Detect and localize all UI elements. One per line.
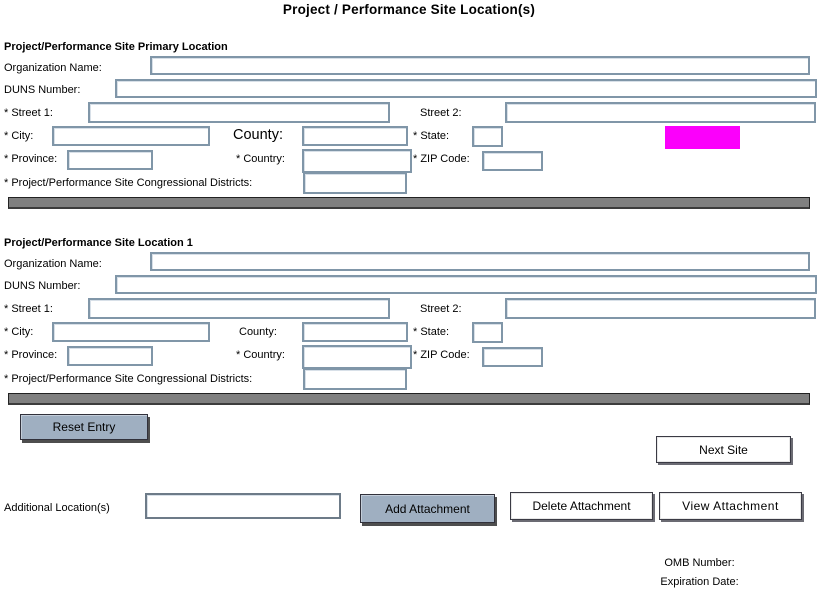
zip-input[interactable] — [482, 151, 543, 171]
county-label: County: — [233, 127, 283, 143]
delete-attachment-button[interactable]: Delete Attachment — [510, 492, 653, 520]
congressional-districts-label: * Project/Performance Site Congressional… — [4, 177, 253, 189]
section-location-1: Project/Performance Site Location 1 Orga… — [0, 237, 818, 393]
state-label: * State: — [413, 326, 450, 338]
duns-input[interactable] — [115, 275, 817, 294]
section-divider-bar — [8, 393, 810, 405]
street2-label: Street 2: — [420, 107, 462, 119]
section-heading-location1: Project/Performance Site Location 1 — [4, 237, 193, 249]
country-input[interactable] — [302, 149, 412, 173]
highlight-box — [665, 126, 740, 149]
street1-input[interactable] — [88, 102, 390, 123]
duns-label: DUNS Number: — [4, 280, 81, 292]
additional-locations-label: Additional Location(s) — [4, 502, 110, 514]
state-input[interactable] — [472, 322, 503, 343]
city-label: * City: — [4, 130, 34, 142]
street1-label: * Street 1: — [4, 303, 53, 315]
org-name-input[interactable] — [150, 56, 810, 75]
org-name-input[interactable] — [150, 252, 810, 271]
province-input[interactable] — [67, 150, 153, 170]
omb-number-label: OMB Number: — [664, 557, 735, 569]
view-attachment-button[interactable]: View Attachment — [659, 492, 802, 520]
province-label: * Province: — [4, 153, 58, 165]
zip-label: * ZIP Code: — [413, 153, 470, 165]
province-label: * Province: — [4, 349, 58, 361]
street2-label: Street 2: — [420, 303, 462, 315]
province-input[interactable] — [67, 346, 153, 366]
page-title: Project / Performance Site Location(s) — [282, 2, 536, 17]
org-name-label: Organization Name: — [4, 258, 102, 270]
state-input[interactable] — [472, 126, 503, 147]
street1-input[interactable] — [88, 298, 390, 319]
congressional-districts-input[interactable] — [303, 368, 407, 390]
street2-input[interactable] — [505, 298, 816, 319]
state-label: * State: — [413, 130, 450, 142]
expiration-date-label: Expiration Date: — [660, 576, 739, 588]
city-label: * City: — [4, 326, 34, 338]
county-label: County: — [239, 326, 277, 338]
section-heading-primary: Project/Performance Site Primary Locatio… — [4, 41, 228, 53]
duns-input[interactable] — [115, 79, 817, 98]
city-input[interactable] — [52, 126, 210, 146]
country-input[interactable] — [302, 345, 412, 369]
add-attachment-button[interactable]: Add Attachment — [360, 494, 495, 523]
county-input[interactable] — [302, 322, 408, 342]
duns-label: DUNS Number: — [4, 84, 81, 96]
next-site-button[interactable]: Next Site — [656, 436, 791, 463]
zip-label: * ZIP Code: — [413, 349, 470, 361]
county-input[interactable] — [302, 126, 408, 146]
zip-input[interactable] — [482, 347, 543, 367]
org-name-label: Organization Name: — [4, 62, 102, 74]
additional-locations-input[interactable] — [145, 493, 341, 519]
street2-input[interactable] — [505, 102, 816, 123]
street1-label: * Street 1: — [4, 107, 53, 119]
city-input[interactable] — [52, 322, 210, 342]
country-label: * Country: — [236, 349, 285, 361]
country-label: * Country: — [236, 153, 285, 165]
section-primary-location: Project/Performance Site Primary Locatio… — [0, 41, 818, 197]
section-divider-bar — [8, 197, 810, 209]
reset-entry-button[interactable]: Reset Entry — [20, 414, 148, 440]
congressional-districts-input[interactable] — [303, 172, 407, 194]
congressional-districts-label: * Project/Performance Site Congressional… — [4, 373, 253, 385]
